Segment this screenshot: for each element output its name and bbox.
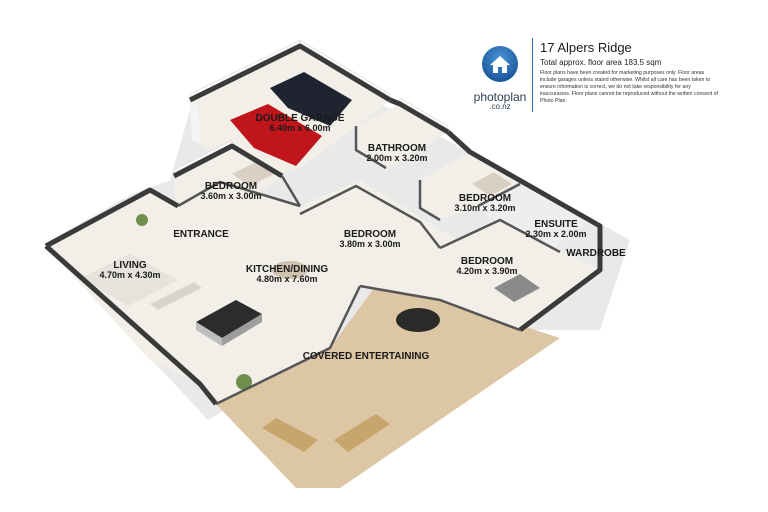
plant-icon: [236, 374, 252, 390]
garage-label: DOUBLE GARAGE: [256, 113, 345, 124]
garage-side-wall: [190, 100, 200, 142]
bathroom-label: BATHROOM: [368, 143, 426, 154]
bedroom-left-label: BEDROOM: [205, 181, 257, 192]
header-divider: [532, 38, 533, 112]
property-title: 17 Alpers Ridge: [540, 40, 632, 55]
outdoor-table: [396, 308, 440, 332]
property-header: photoplan .co.nz 17 Alpers Ridge Total a…: [470, 38, 730, 118]
ensuite-label: ENSUITE: [534, 219, 578, 230]
floor-area: Total approx. floor area 183.5 sqm: [540, 58, 662, 67]
disclaimer: Floor plans have been created for market…: [540, 70, 718, 104]
plant-icon: [136, 214, 148, 226]
bedroom-mid-label: BEDROOM: [344, 229, 396, 240]
house-icon: [482, 46, 518, 82]
kitchen-island-front: [222, 314, 262, 346]
floor-main: [46, 180, 600, 404]
kitchen-island-top: [196, 300, 262, 338]
bedroom-left-dims: 3.60m x 3.00m: [200, 191, 261, 201]
car-red: [230, 104, 322, 166]
exterior-wall: [44, 187, 180, 249]
ensuite-dims: 2.30m x 2.00m: [525, 229, 586, 239]
brand-name: photoplan .co.nz: [464, 90, 536, 111]
exterior-wall: [172, 143, 284, 179]
exterior-wall: [389, 97, 450, 135]
interior-wall: [299, 184, 441, 249]
kitchen-label: KITCHEN/DINING: [246, 264, 328, 275]
exterior-wall: [44, 244, 218, 406]
exterior-wall: [446, 130, 603, 332]
interior-wall: [177, 180, 301, 208]
interior-wall: [280, 175, 302, 207]
wardrobe-label: WARDROBE: [566, 248, 626, 259]
garage-floor: [190, 46, 390, 180]
interior-wall: [359, 284, 521, 332]
dining-table: [272, 261, 308, 279]
outdoor-bench-right: [334, 414, 390, 452]
bedroom-right-label: BEDROOM: [459, 193, 511, 204]
bedroom-right-dims: 3.10m x 3.20m: [454, 203, 515, 213]
covered-entertaining-label: COVERED ENTERTAINING: [303, 351, 430, 362]
living-dims: 4.70m x 4.30m: [99, 270, 160, 280]
bathroom-dims: 2.00m x 3.20m: [366, 153, 427, 163]
kitchen-island-side: [196, 322, 222, 346]
interior-wall: [477, 182, 521, 208]
master-bedroom-label: BEDROOM: [461, 256, 513, 267]
bed-master: [494, 274, 540, 302]
brand-text: photoplan: [473, 90, 527, 104]
garage-dims: 6.40m x 6.00m: [269, 123, 330, 133]
bedroom-mid-floor: [300, 186, 420, 262]
entrance-label: ENTRANCE: [173, 229, 229, 240]
car-dark: [270, 72, 352, 126]
interior-wall: [354, 126, 387, 170]
kitchen-dims: 4.80m x 7.60m: [256, 274, 317, 284]
bedroom-mid-dims: 3.80m x 3.00m: [339, 239, 400, 249]
master-bedroom-dims: 4.20m x 3.90m: [456, 266, 517, 276]
bed-left: [232, 162, 274, 186]
interior-wall: [439, 218, 561, 254]
exterior-wall: [188, 43, 392, 103]
interior-wall: [418, 180, 441, 222]
brand-domain: .co.nz: [489, 102, 511, 111]
living-label: LIVING: [113, 260, 147, 271]
logo: [470, 44, 530, 89]
living-rug: [80, 254, 178, 306]
outdoor-bench-left: [262, 418, 318, 452]
living-sofa: [150, 282, 202, 310]
interior-wall: [215, 285, 362, 406]
bed-right: [472, 172, 512, 196]
